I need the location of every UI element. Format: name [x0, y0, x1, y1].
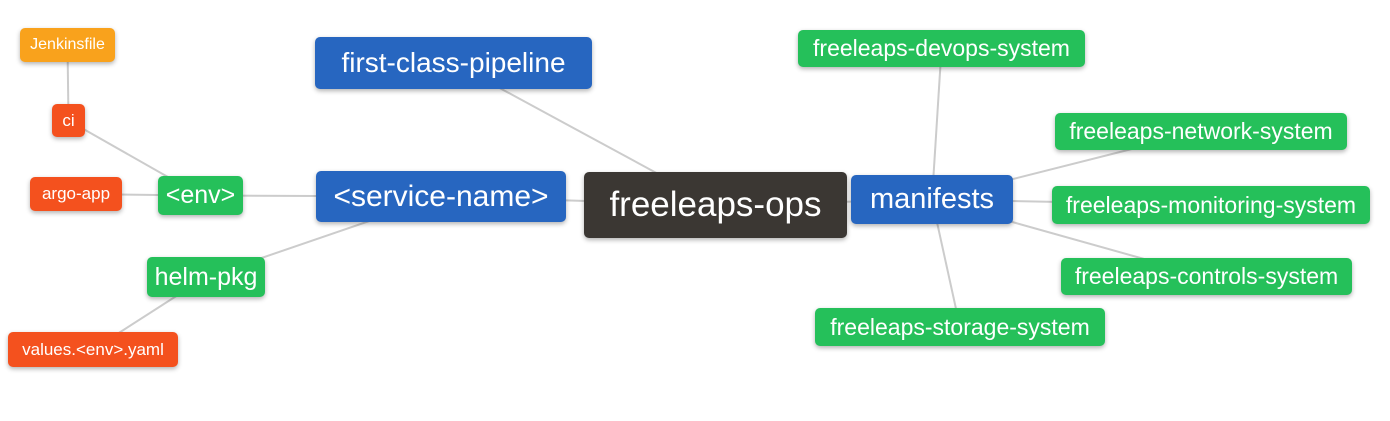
node-freeleaps-network-system[interactable]: freeleaps-network-system — [1055, 113, 1347, 150]
node-helm-pkg[interactable]: helm-pkg — [147, 257, 265, 297]
node-argo-app[interactable]: argo-app — [30, 177, 122, 211]
node-ci[interactable]: ci — [52, 104, 85, 137]
node-freeleaps-ops[interactable]: freeleaps-ops — [584, 172, 847, 238]
node-freeleaps-devops-system[interactable]: freeleaps-devops-system — [798, 30, 1085, 67]
node-freeleaps-monitoring-system[interactable]: freeleaps-monitoring-system — [1052, 186, 1370, 224]
node-service-name[interactable]: <service-name> — [316, 171, 566, 222]
node-values-env-yaml[interactable]: values.<env>.yaml — [8, 332, 178, 367]
node-env[interactable]: <env> — [158, 176, 243, 215]
node-first-class-pipeline[interactable]: first-class-pipeline — [315, 37, 592, 89]
edge-manifests--freeleaps-devops-system — [931, 48, 943, 200]
node-freeleaps-controls-system[interactable]: freeleaps-controls-system — [1061, 258, 1352, 295]
node-freeleaps-storage-system[interactable]: freeleaps-storage-system — [815, 308, 1105, 346]
node-jenkinsfile[interactable]: Jenkinsfile — [20, 28, 115, 62]
node-manifests[interactable]: manifests — [851, 175, 1013, 224]
